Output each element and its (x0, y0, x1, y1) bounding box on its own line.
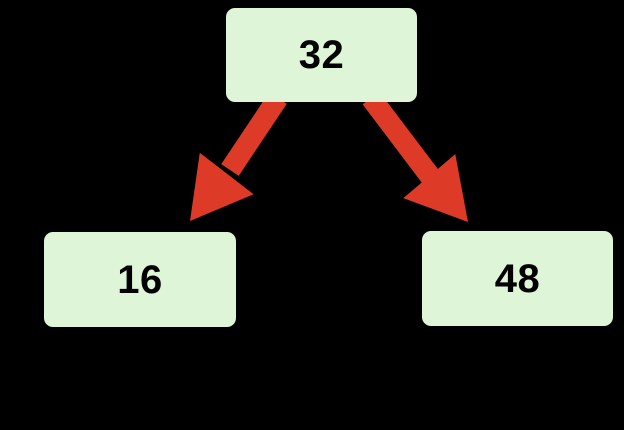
arrow-left-head-icon (190, 152, 254, 221)
arrow-right-head-icon (403, 154, 468, 222)
node-right-label: 48 (494, 256, 541, 301)
arrow-right-shaft (362, 91, 442, 187)
node-right-child: 48 (422, 231, 613, 326)
arrow-root-to-left (190, 92, 287, 221)
arrow-root-to-right (362, 91, 468, 222)
node-left-label: 16 (117, 257, 163, 302)
node-root: 32 (226, 8, 417, 102)
node-left-child: 16 (44, 232, 236, 327)
arrow-left-shaft (221, 92, 287, 176)
node-root-label: 32 (298, 33, 345, 77)
